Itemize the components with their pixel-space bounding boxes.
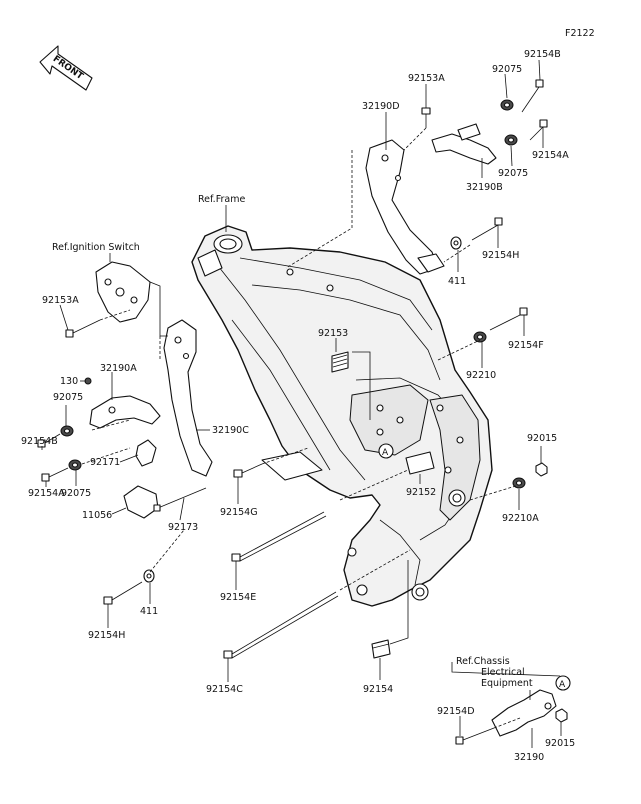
bracket-32190b	[431, 123, 497, 165]
leader-lines	[41, 59, 562, 748]
ref-chassis-line2: Electrical	[481, 667, 525, 678]
part-labels: 92154B 92153A 92075 32190D 92154A 92075 …	[21, 49, 575, 763]
washer-411-top	[450, 236, 462, 250]
ref-ignition-label: Ref.Ignition Switch	[52, 242, 140, 253]
part-label: 411	[448, 276, 466, 287]
washer-411-left	[143, 569, 155, 583]
main-frame	[191, 225, 493, 607]
part-label: 32190D	[362, 101, 400, 112]
bolt-92154e	[231, 511, 327, 562]
bracket-32190d	[365, 139, 445, 275]
bracket-32190c	[163, 319, 213, 477]
part-label: 92015	[527, 433, 557, 444]
part-label: 92210A	[502, 513, 539, 524]
part-label: 92154B	[21, 436, 58, 447]
part-label: 92153	[318, 328, 348, 339]
ignition-bracket	[95, 261, 151, 323]
front-arrow-icon: FRONT	[39, 45, 93, 91]
callout-a-frame: A	[378, 443, 394, 459]
ref-chassis-line1: Ref.Chassis	[456, 656, 510, 667]
part-label: 92075	[498, 168, 528, 179]
part-label: 92153A	[408, 73, 445, 84]
part-label: 92154	[363, 684, 393, 695]
bolt-92154f	[489, 307, 528, 331]
part-label: 92075	[53, 392, 83, 403]
part-label: 32190C	[212, 425, 249, 436]
spacer-92154	[371, 639, 391, 659]
collar-92075-top	[500, 99, 514, 111]
spacer-92153	[331, 351, 349, 373]
part-label: 92153A	[42, 295, 79, 306]
part-label: 92154G	[220, 507, 258, 518]
figure-code: F2122	[565, 28, 595, 39]
part-label: 92075	[492, 64, 522, 75]
bolt-92153a-top	[421, 107, 431, 128]
part-label: 32190A	[100, 363, 137, 374]
part-label: 11056	[82, 510, 112, 521]
part-label: 92154E	[220, 592, 256, 603]
nut-92015-lower	[555, 708, 568, 723]
part-label: 32190	[514, 752, 544, 763]
part-label: 32190B	[466, 182, 503, 193]
collar-92152	[405, 451, 435, 475]
part-label: 92154A	[28, 488, 65, 499]
bracket-11056	[123, 485, 159, 519]
collar-92210	[473, 331, 487, 343]
part-label: 92154H	[88, 630, 125, 641]
bolt-92154b-left	[37, 433, 61, 448]
ref-chassis-line3: Equipment	[481, 678, 533, 689]
collar-92210a	[512, 477, 526, 489]
bolt-92154b-top	[521, 79, 544, 113]
bolt-92154a-left	[41, 467, 69, 482]
bolt-92154c	[223, 591, 339, 659]
part-label: 92210	[466, 370, 496, 381]
collar-92075-right	[504, 134, 518, 146]
part-label: 130	[60, 376, 78, 387]
part-label: 92173	[168, 522, 198, 533]
part-label: 92075	[61, 488, 91, 499]
bracket-32190	[491, 689, 557, 737]
ref-frame-label: Ref.Frame	[198, 194, 245, 205]
bolt-92173	[153, 487, 207, 512]
bolt-92154g	[233, 463, 263, 478]
svg-text:A: A	[559, 680, 566, 690]
bolt-92154h-left	[103, 581, 143, 605]
part-label: 92154B	[524, 49, 561, 60]
dashed-guides	[81, 127, 521, 729]
bolt-92154d	[455, 727, 495, 745]
clamp-92171	[135, 439, 157, 467]
part-label: 92154H	[482, 250, 519, 261]
part-label: 92154F	[508, 340, 544, 351]
svg-text:A: A	[382, 448, 389, 458]
bolt-92154h-top	[471, 217, 503, 241]
bolt-92153a-left	[65, 319, 101, 338]
collar-92075-left-b	[68, 459, 82, 471]
part-label: 92154A	[532, 150, 569, 161]
part-label: 411	[140, 606, 158, 617]
collar-92075-left-a	[60, 425, 74, 437]
bracket-32190a	[89, 395, 161, 429]
part-label: 92171	[90, 457, 120, 468]
part-label: 92154D	[437, 706, 475, 717]
part-label: 92154C	[206, 684, 243, 695]
nut-92015-right	[535, 462, 548, 477]
bolt-92154a-top	[529, 119, 548, 141]
part-label: 92015	[545, 738, 575, 749]
part-label: 92152	[406, 487, 436, 498]
callout-a-chassis: A	[555, 675, 571, 691]
